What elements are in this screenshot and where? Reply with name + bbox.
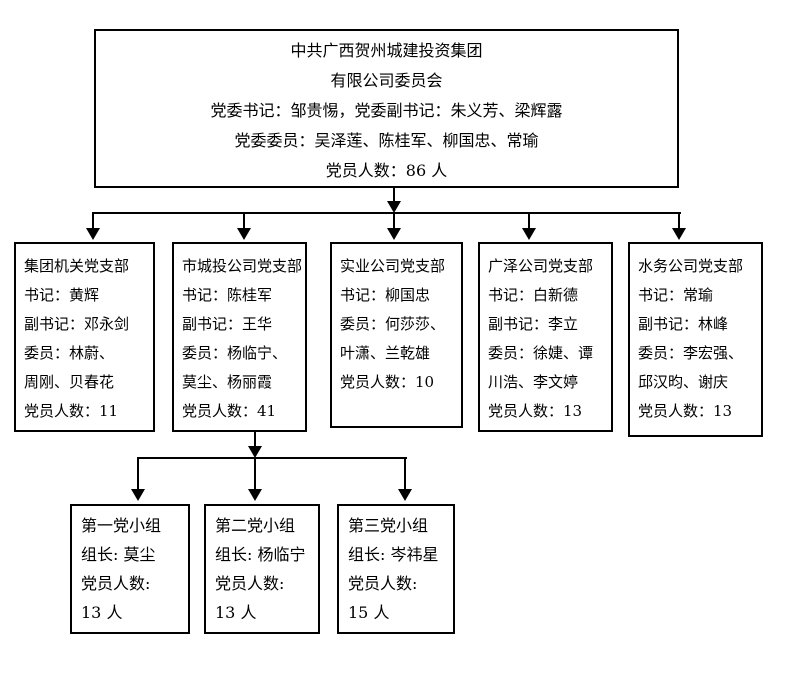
connector-drop-group-1 bbox=[137, 459, 139, 489]
connector-branch2-stem bbox=[254, 432, 256, 447]
branch-box-city-investment: 市城投公司党支部 书记：陈桂军 副书记：王华 委员：杨临宁、 莫尘、杨丽霞 党员… bbox=[172, 242, 307, 432]
connector-drop-group-2 bbox=[254, 459, 256, 489]
branch-members-2: 周刚、贝春花 bbox=[24, 373, 115, 391]
group-title: 第二党小组 bbox=[215, 516, 296, 535]
branch-member-count: 党员人数：11 bbox=[24, 402, 119, 420]
group-title: 第三党小组 bbox=[348, 516, 429, 535]
connector-drop-branch-4 bbox=[528, 214, 530, 228]
branch-member-count: 党员人数：13 bbox=[638, 402, 733, 420]
branch-member-count: 党员人数：10 bbox=[340, 373, 435, 391]
group-member-count-value: 15 人 bbox=[348, 603, 390, 622]
group-box-first: 第一党小组 组长: 莫尘 党员人数: 13 人 bbox=[70, 504, 190, 634]
root-title-line-2: 有限公司委员会 bbox=[330, 71, 443, 90]
branch-box-group-hq: 集团机关党支部 书记：黄辉 副书记：邓永剑 委员：林蔚、 周刚、贝春花 党员人数… bbox=[14, 242, 155, 432]
connector-drop-branch-3 bbox=[393, 214, 395, 228]
group-member-count-label: 党员人数: bbox=[215, 574, 285, 593]
group-leader: 组长: 岑祎星 bbox=[348, 545, 439, 564]
root-secretary-line: 党委书记：邹贵惕，党委副书记：朱义芳、梁辉露 bbox=[210, 101, 563, 120]
branch-members-2: 叶潇、兰乾雄 bbox=[340, 344, 431, 362]
arrow-branch-4 bbox=[522, 228, 536, 240]
branch-title: 实业公司党支部 bbox=[340, 257, 446, 275]
branch-title: 集团机关党支部 bbox=[24, 257, 130, 275]
group-leader: 组长: 莫尘 bbox=[81, 545, 156, 564]
branch-secretary: 书记：常瑜 bbox=[638, 286, 714, 304]
branch-member-count: 党员人数：13 bbox=[488, 402, 583, 420]
arrow-branch-1 bbox=[86, 228, 100, 240]
root-members-line: 党委委员：吴泽莲、陈桂军、柳国忠、常瑜 bbox=[234, 131, 539, 150]
branch-deputy: 副书记：林峰 bbox=[638, 315, 729, 333]
branch-deputy: 副书记：李立 bbox=[488, 315, 579, 333]
arrow-root-to-bus bbox=[387, 201, 401, 213]
branch-secretary: 书记：黄辉 bbox=[24, 286, 100, 304]
connector-root-stem bbox=[393, 188, 395, 202]
branch-members-2: 川浩、李文婷 bbox=[488, 373, 579, 391]
branch-members: 委员：何莎莎、 bbox=[340, 315, 446, 333]
arrow-group-3 bbox=[398, 489, 412, 501]
branch-members: 委员：徐婕、谭 bbox=[488, 344, 594, 362]
arrow-branch2-to-bus bbox=[248, 446, 262, 458]
connector-drop-branch-2 bbox=[243, 214, 245, 228]
connector-drop-branch-1 bbox=[92, 214, 94, 228]
group-member-count-value: 13 人 bbox=[81, 603, 123, 622]
branch-members: 委员：李宏强、 bbox=[638, 344, 744, 362]
root-member-count-line: 党员人数：86 人 bbox=[325, 161, 448, 180]
root-committee-box: 中共广西贺州城建投资集团 有限公司委员会 党委书记：邹贵惕，党委副书记：朱义芳、… bbox=[94, 29, 679, 188]
arrow-group-2 bbox=[248, 489, 262, 501]
branch-box-industrial: 实业公司党支部 书记：柳国忠 委员：何莎莎、 叶潇、兰乾雄 党员人数：10 bbox=[330, 242, 463, 428]
connector-drop-branch-5 bbox=[678, 214, 680, 228]
branch-secretary: 书记：白新德 bbox=[488, 286, 579, 304]
arrow-branch-2 bbox=[237, 228, 251, 240]
arrow-group-1 bbox=[131, 489, 145, 501]
branch-box-guangze: 广泽公司党支部 书记：白新德 副书记：李立 委员：徐婕、谭 川浩、李文婷 党员人… bbox=[478, 242, 613, 432]
group-box-second: 第二党小组 组长: 杨临宁 党员人数: 13 人 bbox=[204, 504, 320, 634]
branch-members-2: 莫尘、杨丽霞 bbox=[182, 373, 273, 391]
group-leader: 组长: 杨临宁 bbox=[215, 545, 306, 564]
group-box-third: 第三党小组 组长: 岑祎星 党员人数: 15 人 bbox=[337, 504, 455, 634]
group-member-count-label: 党员人数: bbox=[348, 574, 418, 593]
connector-level1-bus bbox=[92, 212, 681, 214]
connector-level2-bus bbox=[137, 457, 407, 459]
connector-drop-group-3 bbox=[404, 459, 406, 489]
group-member-count-label: 党员人数: bbox=[81, 574, 151, 593]
branch-box-water: 水务公司党支部 书记：常瑜 副书记：林峰 委员：李宏强、 邱汉昀、谢庆 党员人数… bbox=[628, 242, 763, 437]
group-title: 第一党小组 bbox=[81, 516, 162, 535]
branch-members-2: 邱汉昀、谢庆 bbox=[638, 373, 729, 391]
branch-member-count: 党员人数：41 bbox=[182, 402, 277, 420]
branch-deputy: 副书记：王华 bbox=[182, 315, 273, 333]
group-member-count-value: 13 人 bbox=[215, 603, 257, 622]
arrow-branch-3 bbox=[387, 228, 401, 240]
branch-deputy: 副书记：邓永剑 bbox=[24, 315, 130, 333]
root-title-line: 中共广西贺州城建投资集团 bbox=[290, 41, 483, 60]
branch-title: 广泽公司党支部 bbox=[488, 257, 594, 275]
branch-title: 水务公司党支部 bbox=[638, 257, 744, 275]
branch-title: 市城投公司党支部 bbox=[182, 257, 303, 275]
branch-secretary: 书记：陈桂军 bbox=[182, 286, 273, 304]
branch-secretary: 书记：柳国忠 bbox=[340, 286, 431, 304]
branch-members: 委员：杨临宁、 bbox=[182, 344, 288, 362]
arrow-branch-5 bbox=[672, 228, 686, 240]
branch-members: 委员：林蔚、 bbox=[24, 344, 115, 362]
